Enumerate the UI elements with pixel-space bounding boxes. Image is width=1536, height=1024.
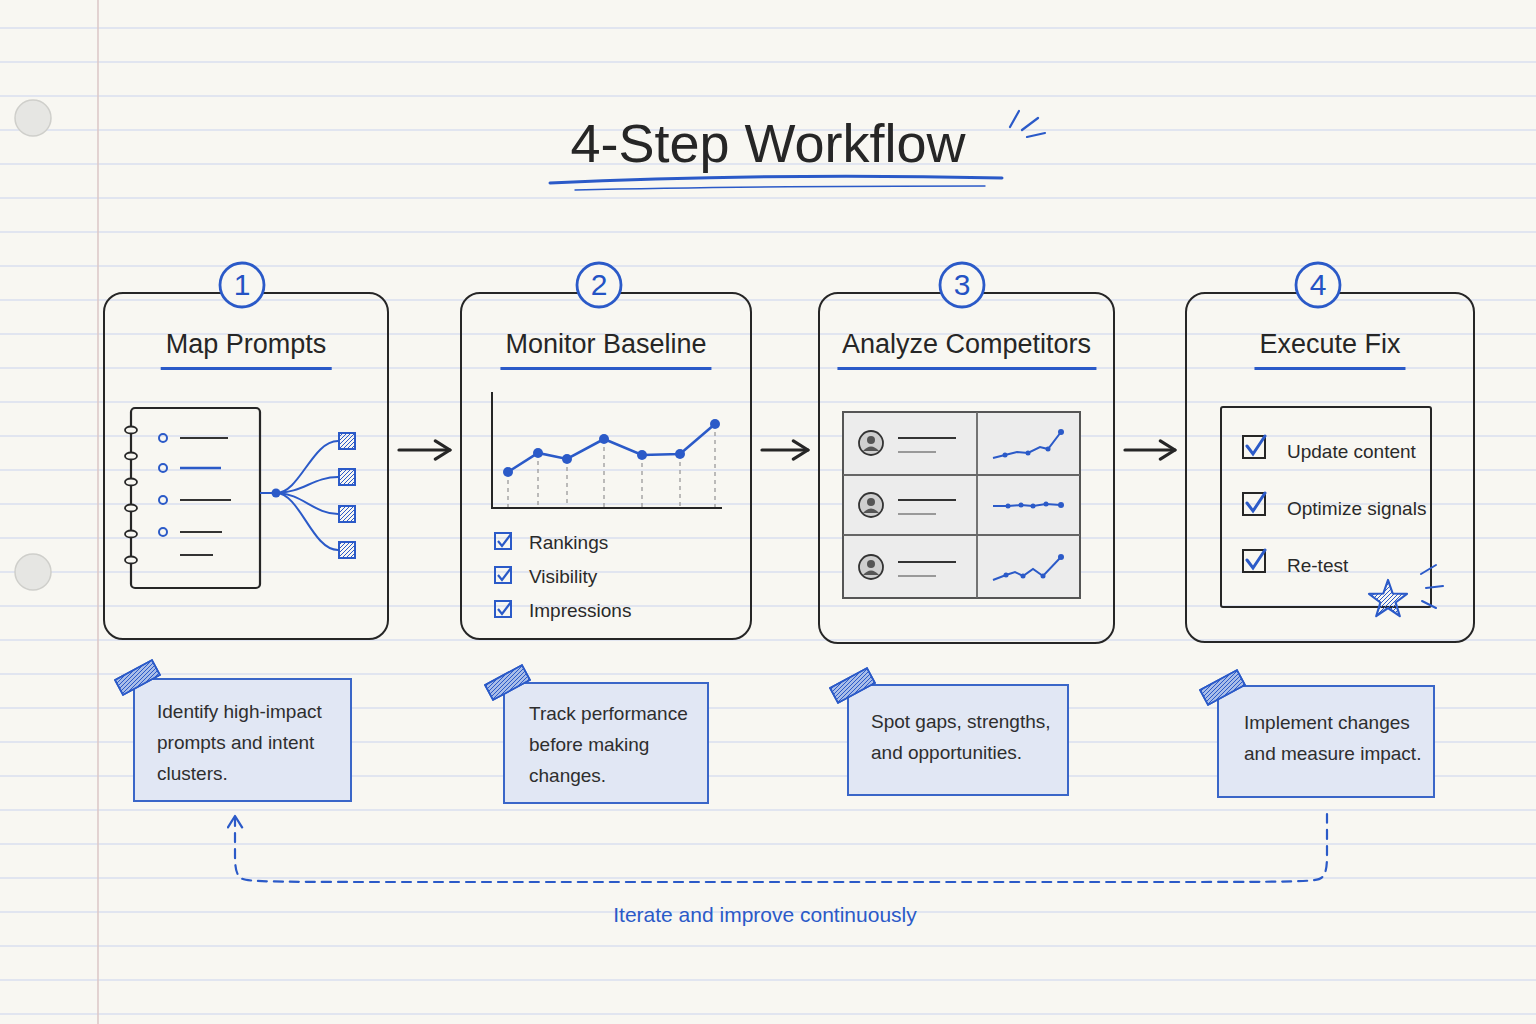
checklist-item: Rankings xyxy=(529,531,608,555)
chart-line xyxy=(508,424,715,472)
table xyxy=(843,412,1080,598)
avatars xyxy=(859,431,883,579)
sparkle-marks xyxy=(1010,111,1045,137)
step-heading: Map Prompts xyxy=(161,329,332,370)
branch-lines xyxy=(260,441,338,550)
step-number-badge: 4 xyxy=(1294,261,1342,309)
list-lines xyxy=(180,438,231,555)
flow-arrow xyxy=(1125,448,1175,451)
step-number: 3 xyxy=(938,261,986,309)
row-lines xyxy=(898,452,936,576)
sticky-note: Identify high-impact prompts and intent … xyxy=(133,678,352,802)
flow-arrow xyxy=(762,448,808,451)
notebook xyxy=(131,408,260,588)
title-decoration xyxy=(550,111,1045,190)
note-text: Track performance before making changes. xyxy=(529,698,699,791)
table-grid xyxy=(843,412,1080,598)
tapes xyxy=(115,660,1245,705)
checklist-item: Impressions xyxy=(529,599,631,623)
sticky-note: Track performance before making changes. xyxy=(503,682,709,804)
step-heading: Analyze Competitors xyxy=(837,329,1096,370)
note-text: Spot gaps, strengths, and opportunities. xyxy=(871,706,1066,768)
chart-guides xyxy=(508,424,715,508)
step-number: 1 xyxy=(218,261,266,309)
step-box: Map Prompts1 xyxy=(103,292,389,640)
margin-line xyxy=(97,0,99,1024)
spiral-rings xyxy=(125,427,137,564)
step-box: Monitor BaselineRankingsVisibilityImpres… xyxy=(460,292,752,640)
step-number-badge: 3 xyxy=(938,261,986,309)
diagram-title: 4-Step Workflow xyxy=(570,112,965,174)
sparklines xyxy=(993,432,1061,580)
checklist-box: Update contentOptimize signalsRe-test xyxy=(1220,406,1432,608)
tape xyxy=(485,665,530,700)
flow-arrow xyxy=(399,448,450,451)
step-box: Analyze Competitors3 xyxy=(818,292,1115,644)
sparkline-points xyxy=(1003,429,1065,579)
sticky-note: Implement changes and measure impact. xyxy=(1217,685,1435,798)
step-heading: Monitor Baseline xyxy=(500,329,711,370)
punch-hole xyxy=(15,554,51,590)
competitor-table xyxy=(843,412,1080,598)
tape xyxy=(115,660,160,695)
check-marks xyxy=(1247,436,1265,568)
star-sparkle xyxy=(1421,565,1443,608)
step-box: Execute Fix4Update contentOptimize signa… xyxy=(1185,292,1475,643)
cluster-boxes xyxy=(339,433,355,558)
checkboxes xyxy=(1243,436,1265,572)
checklist-item: Visibility xyxy=(529,565,597,589)
line-chart xyxy=(492,392,722,617)
note-text: Identify high-impact prompts and intent … xyxy=(157,696,342,789)
row-lines xyxy=(898,438,956,562)
punch-hole xyxy=(15,100,51,136)
ruled-lines xyxy=(0,28,1536,1014)
notebook-illustration xyxy=(125,408,355,588)
checklist-item: Optimize signals xyxy=(1287,497,1426,521)
note-text: Implement changes and measure impact. xyxy=(1244,707,1434,769)
title-underline xyxy=(550,176,1002,183)
feedback-loop-arrow xyxy=(235,814,1327,882)
checklist-item: Re-test xyxy=(1287,554,1348,578)
tape xyxy=(1200,670,1245,705)
sticky-note: Spot gaps, strengths, and opportunities. xyxy=(847,684,1069,796)
tape xyxy=(1200,670,1245,705)
star xyxy=(1369,580,1407,616)
list-line xyxy=(180,467,221,470)
bullets xyxy=(159,434,167,536)
step-number: 4 xyxy=(1294,261,1342,309)
checklist-item: Update content xyxy=(1287,440,1416,464)
fix-checklist xyxy=(1243,436,1443,616)
branch-dot xyxy=(272,489,281,498)
step-number-badge: 2 xyxy=(575,261,623,309)
step-number-badge: 1 xyxy=(218,261,266,309)
tape xyxy=(830,668,875,703)
step-number: 2 xyxy=(575,261,623,309)
chart-points xyxy=(503,419,720,477)
tape xyxy=(830,668,875,703)
tape xyxy=(485,665,530,700)
title-underline xyxy=(575,186,985,190)
step-heading: Execute Fix xyxy=(1254,329,1405,370)
edge-label: Iterate and improve continuously xyxy=(613,903,917,927)
checkboxes xyxy=(495,533,511,617)
tape xyxy=(115,660,160,695)
chart-axes xyxy=(492,392,722,508)
